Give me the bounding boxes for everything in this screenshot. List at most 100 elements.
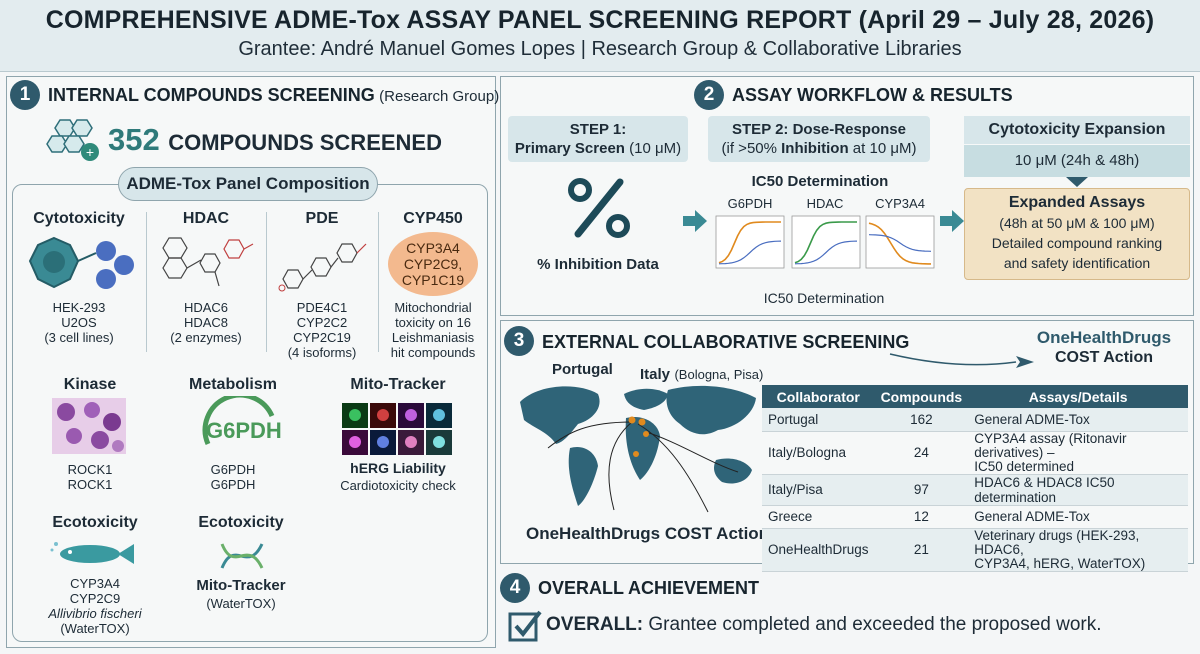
cell-collaborator: Portugal <box>762 408 875 432</box>
cyp-line-3: Leishmaniasis <box>391 330 475 345</box>
table-row: Italy/Bologna 24 CYP3A4 assay (Ritonavir… <box>762 430 1188 475</box>
cost-action-line-1: OneHealthDrugs <box>1036 328 1172 347</box>
hdac-molecule-icon <box>162 237 254 287</box>
hdac-line-3: (2 enzymes) <box>170 330 242 345</box>
ecotoxicity-title-2: Ecotoxicity <box>198 514 284 531</box>
cytotoxicity-title: Cytotoxicity <box>33 210 125 227</box>
cell-details-line-1: Veterinary drugs (HEK-293, HDAC6, <box>974 527 1140 557</box>
compounds-count: 352 <box>108 122 160 157</box>
expanded-line-2: Detailed compound ranking <box>991 235 1163 251</box>
pde-line-1: PDE4C1 <box>296 300 348 315</box>
world-map <box>520 385 756 513</box>
step-2-inhibition: Inhibition <box>781 140 849 157</box>
pde-line-4: (4 isoforms) <box>287 345 357 360</box>
cell-compounds: 162 <box>874 408 969 432</box>
cyp450-details: Mitochondrial toxicity on 16 Leishmanias… <box>380 300 486 360</box>
cell-details: CYP3A4 assay (Ritonavir derivatives) –IC… <box>968 430 1188 475</box>
map-label-italy: Italy (Bologna, Pisa) <box>640 366 763 384</box>
eco1-line-1: CYP3A4 <box>70 576 120 591</box>
expanded-line-1: (48h at 50 μM & 100 μM) <box>999 215 1155 231</box>
arrow-right-icon <box>940 210 964 232</box>
cell-details: Veterinary drugs (HEK-293, HDAC6,CYP3A4,… <box>968 527 1188 572</box>
cytotoxicity-details: HEK-293 U2OS (3 cell lines) <box>16 300 142 345</box>
panel-composition-title: ADME-Tox Panel Composition <box>118 167 378 201</box>
metab-line-1: G6PDH <box>210 462 256 477</box>
mito-tracker-title: Mito-Tracker <box>350 376 446 393</box>
eco2-mito-tracker: Mito-Tracker <box>196 577 286 594</box>
map-bottom-label: OneHealthDrugs COST Action <box>526 524 770 543</box>
percent-icon <box>568 178 630 238</box>
arrow-right-icon <box>683 210 707 232</box>
overall-text: Grantee completed and exceeded the propo… <box>648 614 1102 635</box>
mini-chart-group <box>715 215 935 269</box>
expanded-line-3: and safety identification <box>1003 255 1151 271</box>
cell-collaborator: Italy/Pisa <box>762 474 875 506</box>
section-1-number: 1 <box>10 80 40 110</box>
eco2-watertox: (WaterTOX) <box>206 596 276 611</box>
step-2-box: STEP 2: Dose-Response (if >50% Inhibitio… <box>708 116 930 162</box>
step-1-box: STEP 1: Primary Screen (10 μM) <box>508 116 688 162</box>
section-3-number: 3 <box>504 326 534 356</box>
g6pdh-logo-arc <box>202 396 275 445</box>
col-header-compounds: Compounds <box>874 385 969 408</box>
cardiotoxicity-check: Cardiotoxicity check <box>340 478 456 493</box>
cost-action-line-2: COST Action <box>1054 349 1154 366</box>
g6pdh-logo-text: G6PDH <box>206 418 282 443</box>
cell-compounds: 24 <box>874 431 969 475</box>
step-1-label: STEP 1: <box>569 121 627 138</box>
step-2-cond: (if >50% <box>721 140 777 157</box>
cell-details-line-2: CYP3A4, hERG, WaterTOX) <box>974 555 1146 571</box>
kinase-title: Kinase <box>63 376 117 393</box>
hdac-line-2: HDAC8 <box>183 315 229 330</box>
step-2-label: STEP 2: Dose-Response <box>732 121 906 138</box>
ic50-mini-charts <box>715 215 935 269</box>
pde-line-2: CYP2C2 <box>296 315 348 330</box>
cell-details: General ADME-Tox <box>968 408 1188 432</box>
cyp-line-1: Mitochondrial <box>394 300 472 315</box>
map-italy-note: (Bologna, Pisa) <box>674 367 764 382</box>
ecotoxicity-details-1: CYP3A4 CYP2C9 Allivibrio fischeri (Water… <box>20 576 170 636</box>
metabolism-details: G6PDH G6PDH <box>168 462 298 492</box>
pde-line-3: CYP2C19 <box>293 330 351 345</box>
chart-label-hdac: HDAC <box>806 196 844 211</box>
ic50-title: IC50 Determination <box>751 173 889 190</box>
chart-label-cyp3a4: CYP3A4 <box>875 196 925 211</box>
col-header-collaborator: Collaborator <box>762 385 875 408</box>
kinase-cells-image <box>52 398 126 454</box>
kinase-details: ROCK1 ROCK1 <box>20 462 160 492</box>
metabolism-title: Metabolism <box>188 376 277 393</box>
metab-line-2: G6PDH <box>210 477 256 492</box>
cell-collaborator: OneHealthDrugs <box>762 528 875 572</box>
inhibition-data-label: % Inhibition Data <box>537 256 659 273</box>
cell-lines-icon <box>28 236 134 289</box>
pde-molecule-icon <box>278 243 367 292</box>
cell-details-line-1: CYP3A4 assay (Ritonavir derivatives) – <box>974 430 1127 460</box>
mini-chart-curve-2 <box>718 240 782 265</box>
eco1-line-3: Allivibrio fischeri <box>48 606 142 621</box>
divider <box>378 212 379 352</box>
compounds-count-label: COMPOUNDS SCREENED <box>168 130 442 155</box>
section-1-heading: INTERNAL COMPOUNDS SCREENING (Research G… <box>48 85 499 106</box>
cell-details: General ADME-Tox <box>968 505 1188 529</box>
ecotoxicity-title-1: Ecotoxicity <box>52 514 138 531</box>
cytotoxicity-expansion-title: Cytotoxicity Expansion <box>964 116 1190 144</box>
checkbox-checked-icon <box>508 610 542 642</box>
section-1-title: INTERNAL COMPOUNDS SCREENING <box>48 85 375 105</box>
fish-icon <box>50 542 134 564</box>
cyto-line-1: HEK-293 <box>52 300 106 315</box>
mito-tracker-microscopy-image <box>342 403 452 455</box>
kinase-line-1: ROCK1 <box>67 462 113 477</box>
chart-label-g6pdh: G6PDH <box>727 196 773 211</box>
cell-collaborator: Greece <box>762 505 875 529</box>
eco1-line-2: CYP2C9 <box>69 591 121 606</box>
svg-text:+: + <box>86 144 94 160</box>
cyto-line-2: U2OS <box>61 315 97 330</box>
cyp-line-4: hit compounds <box>390 345 476 360</box>
table-row: Greece 12 General ADME-Tox <box>762 505 1188 529</box>
hdac-line-1: HDAC6 <box>183 300 229 315</box>
cell-details-line-2: IC50 determined <box>974 458 1075 474</box>
mini-chart-curve-2 <box>868 234 932 252</box>
cyp-badge-1: CYP3A4 <box>406 240 460 256</box>
overall-label: OVERALL: <box>546 614 644 635</box>
cyp-line-2: toxicity on 16 <box>395 315 471 330</box>
